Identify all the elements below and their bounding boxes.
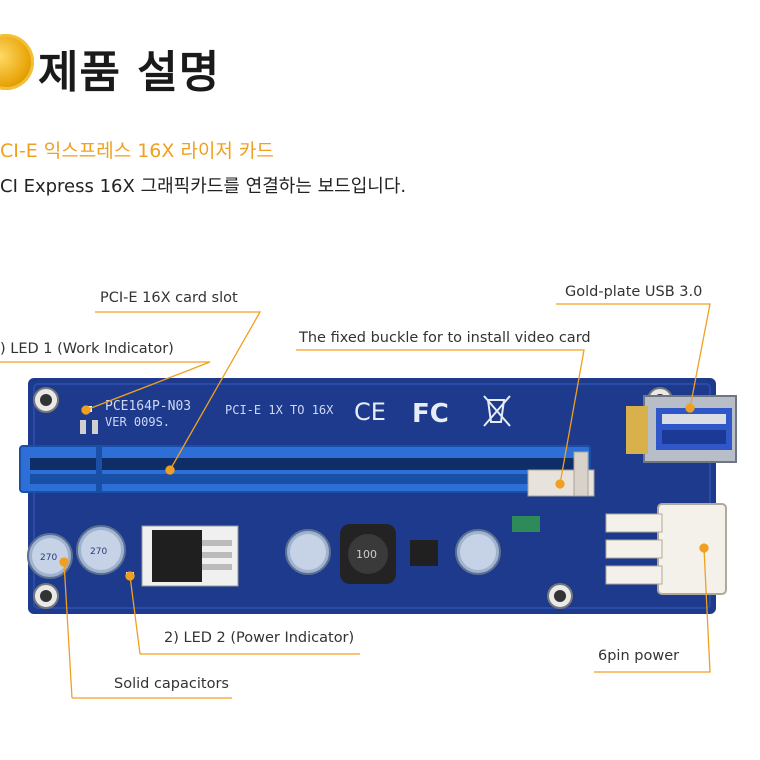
svg-text:270: 270 bbox=[40, 553, 57, 563]
inductor-l1: 100 bbox=[340, 524, 396, 584]
callout-buckle: The fixed buckle for to install video ca… bbox=[299, 330, 591, 346]
product-description: CI Express 16X 그래픽카드를 연결하는 보드입니다. bbox=[0, 176, 407, 197]
callout-power: 6pin power bbox=[598, 648, 680, 664]
model-line1: PCE164P-N03 bbox=[105, 399, 191, 414]
inductor-value: 100 bbox=[356, 548, 377, 561]
mounting-holes bbox=[33, 387, 673, 609]
fc-mark: FC bbox=[412, 399, 449, 429]
chip-u2 bbox=[410, 540, 438, 566]
solid-capacitor-ec1: 270 bbox=[27, 533, 73, 579]
slot-silk-text: PCI-E 1X TO 16X bbox=[225, 403, 334, 417]
callout-lines bbox=[0, 303, 711, 699]
callout-usb: Gold-plate USB 3.0 bbox=[565, 284, 703, 300]
model-line2: VER 009S. bbox=[105, 415, 170, 429]
six-pin-power-connector bbox=[605, 503, 727, 595]
fuse-f1 bbox=[512, 516, 540, 532]
solid-capacitor-ec4 bbox=[455, 529, 501, 575]
pcie-16x-slot bbox=[19, 445, 591, 493]
callout-caps: Solid capacitors bbox=[114, 676, 229, 692]
page-title: 제품 설명 bbox=[38, 47, 221, 98]
product-subtitle: CI-E 익스프레스 16X 라이저 카드 bbox=[0, 140, 274, 162]
voltage-regulator-u1 bbox=[141, 525, 239, 587]
ce-mark: CE bbox=[354, 398, 386, 426]
svg-text:270: 270 bbox=[90, 547, 107, 557]
callout-card-slot: PCI-E 16X card slot bbox=[100, 290, 238, 306]
weee-bin-icon bbox=[483, 395, 511, 427]
callout-led2: 2) LED 2 (Power Indicator) bbox=[164, 630, 355, 646]
solid-capacitor-ec3 bbox=[285, 529, 331, 575]
callout-led1: ) LED 1 (Work Indicator) bbox=[0, 341, 174, 357]
solid-capacitor-ec2: 270 bbox=[76, 525, 126, 575]
